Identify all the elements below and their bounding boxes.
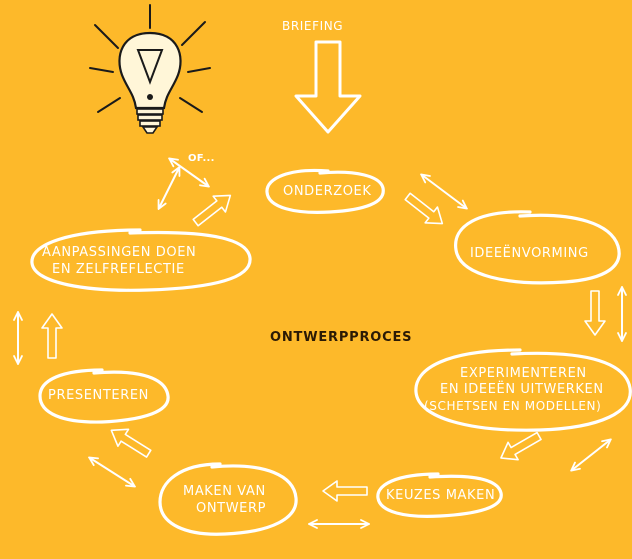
- maken-outline: [158, 462, 298, 536]
- step-keuzes: KEUZES MAKEN: [386, 488, 496, 503]
- lightbulb-icon: [89, 4, 211, 134]
- onderzoek-outline: [265, 168, 385, 214]
- step-experimenteren-line1: EXPERIMENTEREN: [460, 366, 587, 381]
- step-maken-line1: MAKEN VAN: [183, 484, 266, 499]
- step-experimenteren-line3: (SCHETSEN EN MODELLEN): [424, 399, 602, 413]
- step-onderzoek: ONDERZOEK: [283, 184, 372, 199]
- step-maken-line2: ONTWERP: [196, 501, 267, 516]
- down-arrow-icon: [294, 40, 362, 134]
- double-arrow-icon: [18, 159, 622, 524]
- or-label: OF...: [188, 153, 215, 164]
- aanpassingen-outline: [30, 228, 252, 292]
- hollow-arrow-icon: [41, 192, 606, 502]
- step-ideeenvorming: IDEEËNVORMING: [470, 246, 589, 261]
- step-aanpassingen-line2: EN ZELFREFLECTIE: [52, 262, 185, 277]
- briefing-label: BRIEFING: [282, 19, 344, 33]
- experimenteren-outline: [414, 348, 632, 432]
- step-presenteren: PRESENTEREN: [48, 388, 150, 403]
- keuzes-outline: [376, 472, 503, 518]
- step-experimenteren-line2: EN IDEEËN UITWERKEN: [440, 382, 604, 397]
- ideeenvorming-outline: [454, 210, 621, 285]
- page-title: ONTWERPPROCES: [270, 330, 413, 345]
- step-aanpassingen-line1: AANPASSINGEN DOEN: [42, 245, 197, 260]
- presenteren-outline: [38, 368, 170, 424]
